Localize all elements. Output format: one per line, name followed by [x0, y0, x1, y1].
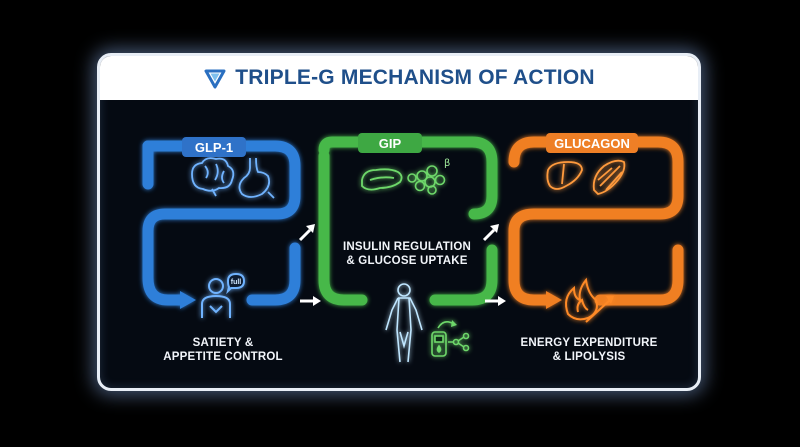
header-bar: TRIPLE-G MECHANISM OF ACTION	[100, 56, 698, 100]
badge-glp1: GLP-1	[182, 137, 246, 157]
arrow-diagonal-icon	[490, 224, 499, 233]
speech-bubble-text: full	[231, 279, 242, 286]
badge-gip: GIP	[358, 133, 422, 153]
badge-gip-label: GIP	[378, 135, 402, 151]
arrow-right-icon	[498, 296, 506, 306]
caption-gip: INSULIN REGULATION & GLUCOSE UPTAKE	[343, 241, 471, 267]
beta-cells-icon	[407, 165, 446, 195]
gip-loop	[318, 136, 498, 306]
diagram-frame: TRIPLE-G MECHANISM OF ACTION	[97, 53, 701, 391]
badge-glp1-label: GLP-1	[194, 139, 234, 155]
brain-icon	[191, 157, 235, 197]
transition-arrows	[298, 224, 506, 306]
glp1-loop	[142, 140, 301, 309]
mechanism-diagram: full β	[100, 100, 698, 388]
glucagon-loop	[508, 136, 684, 309]
human-body-icon	[385, 283, 423, 363]
page-title: TRIPLE-G MECHANISM OF ACTION	[235, 66, 595, 89]
arrow-diagonal-icon	[482, 228, 496, 242]
pancreas-icon	[361, 168, 403, 191]
caption-glp1: SATIETY & APPETITE CONTROL	[163, 337, 283, 363]
caption-glucagon: ENERGY EXPENDITURE & LIPOLYSIS	[520, 337, 658, 363]
liver-icon	[546, 161, 583, 190]
arrow-diagonal-icon	[298, 228, 312, 242]
beta-symbol: β	[444, 158, 450, 169]
arrow-right-icon	[313, 296, 321, 306]
muscle-icon	[592, 159, 626, 195]
person-full-icon	[201, 272, 246, 318]
badge-glucagon: GLUCAGON	[546, 133, 638, 153]
triple-g-logo-icon	[204, 69, 226, 89]
glucose-meter-icon	[431, 320, 470, 357]
badge-glucagon-label: GLUCAGON	[554, 135, 630, 151]
stomach-icon	[238, 157, 275, 199]
arrow-diagonal-icon	[306, 224, 315, 233]
fire-energy-icon	[565, 277, 614, 323]
